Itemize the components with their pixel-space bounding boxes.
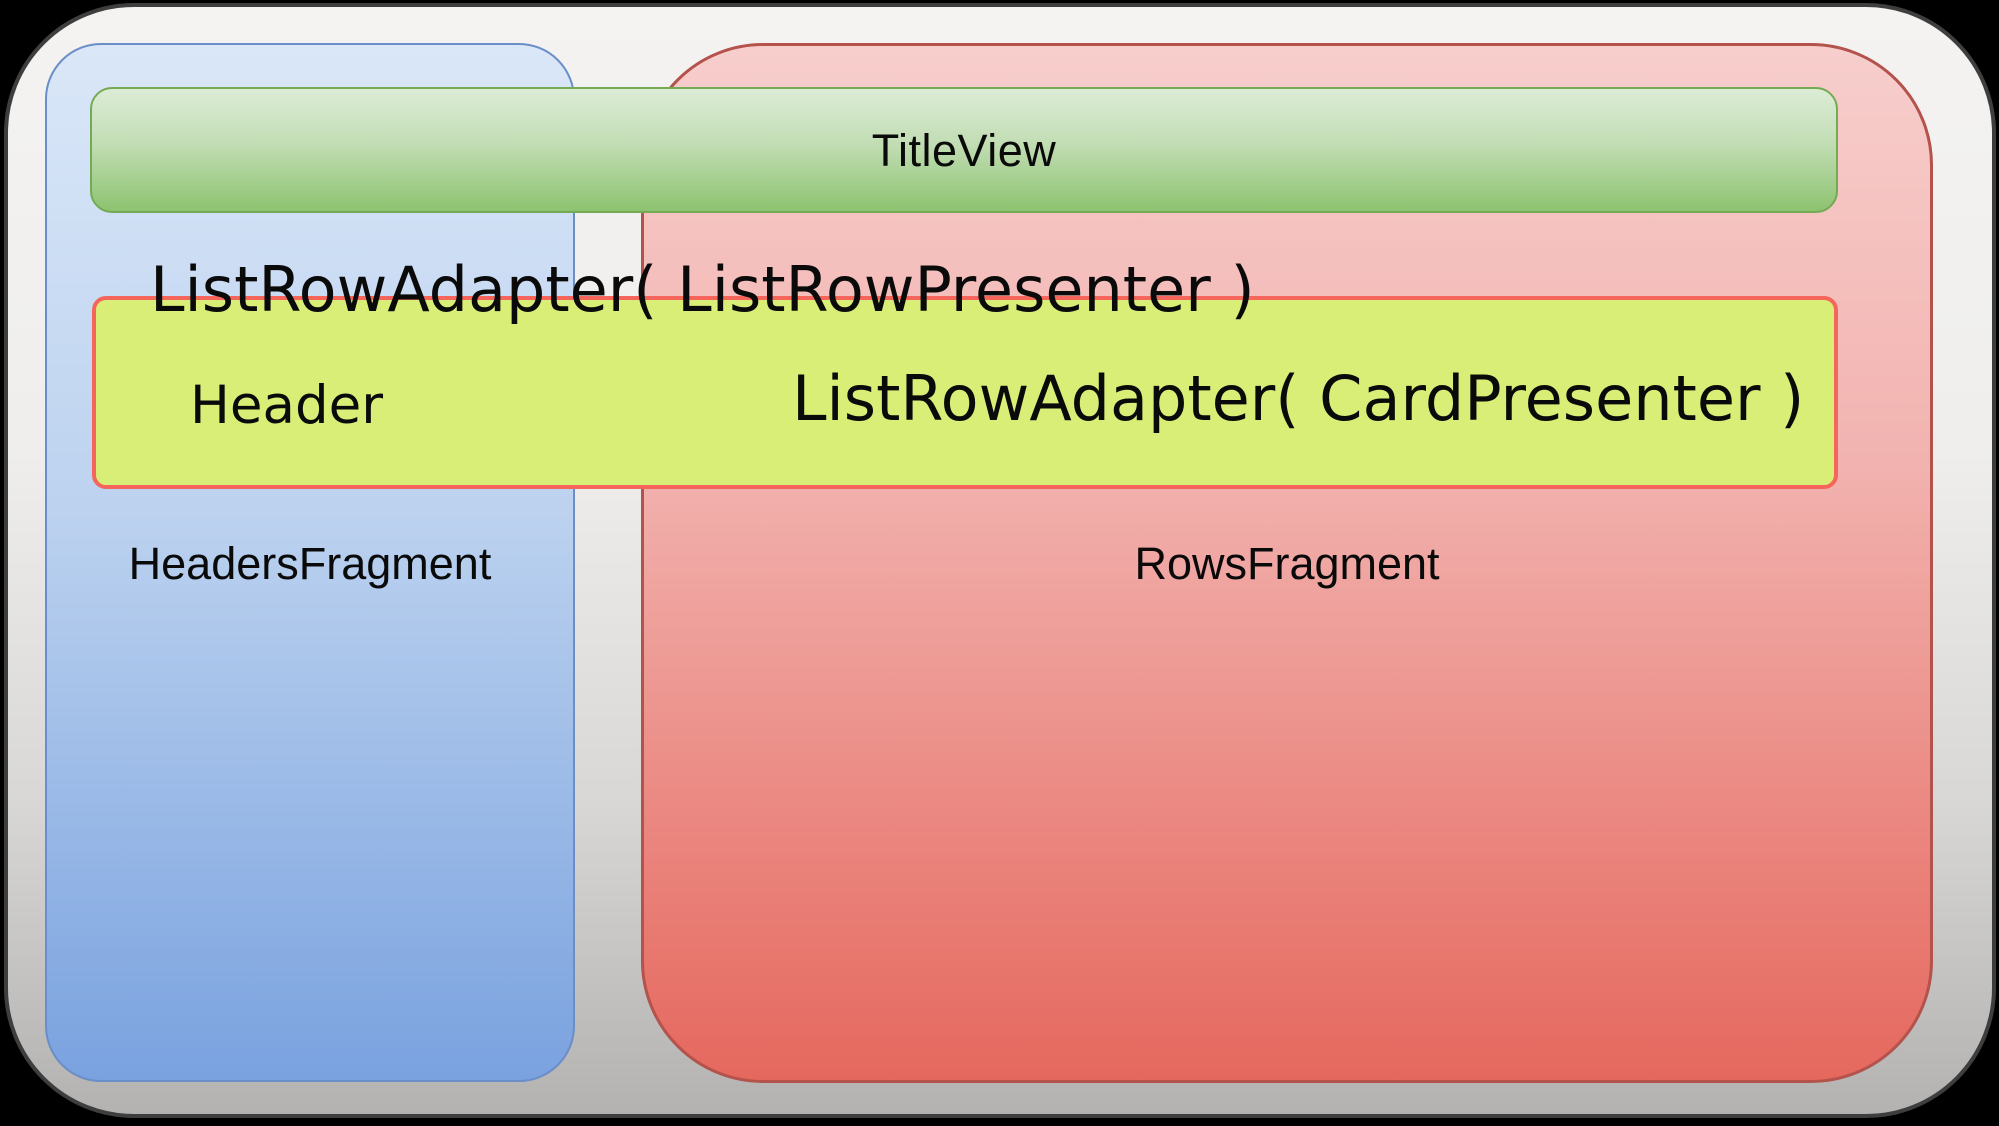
list-row-bar	[92, 296, 1838, 489]
card-adapter-label: ListRowAdapter( CardPresenter )	[792, 362, 1805, 435]
title-view-label: TitleView	[871, 124, 1057, 176]
headers-fragment-box	[45, 43, 575, 1082]
headers-fragment-label: HeadersFragment	[128, 538, 492, 589]
rows-fragment-box	[641, 43, 1933, 1083]
list-row-adapter-presenter-label: ListRowAdapter( ListRowPresenter )	[150, 253, 1255, 326]
rows-fragment-label: RowsFragment	[1134, 538, 1440, 589]
header-cell-label: Header	[190, 375, 383, 436]
title-view-bar: TitleView	[90, 87, 1838, 213]
